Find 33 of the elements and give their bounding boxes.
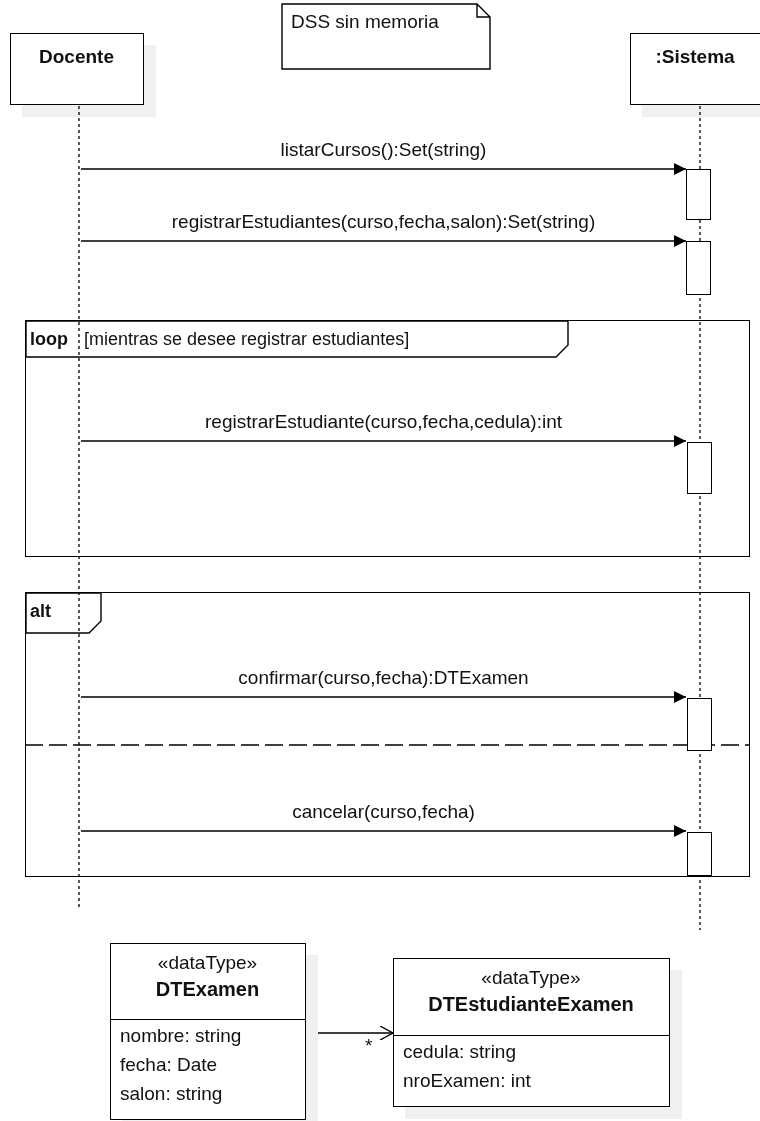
stereotype: «dataType» (156, 952, 259, 974)
stereotype: «dataType» (480, 967, 582, 989)
message-label: registrarEstudiantes(curso,fecha,salon):Set(string) (171, 211, 596, 233)
class-name: DTExamen (154, 978, 261, 1000)
fragment-operator: alt (30, 600, 51, 622)
message-label: registrarEstudiante(curso,fecha,cedula):int (205, 411, 562, 433)
message-arrow (80, 163, 687, 175)
participant-name: :Sistema (654, 46, 736, 68)
message-label: cancelar(curso,fecha) (292, 801, 475, 823)
attribute-text: fecha: Date (120, 1054, 218, 1076)
class-name: DTEstudianteExamen (427, 993, 635, 1015)
activation-bar (687, 442, 712, 494)
message-arrow (80, 235, 687, 247)
combined-fragment-frame (25, 320, 750, 557)
participant-name: Docente (38, 46, 115, 68)
guard-condition: [mientras se desee registrar estudiantes] (84, 328, 410, 350)
activation-bar (687, 832, 712, 876)
attribute-text: cedula: string (403, 1041, 516, 1063)
attribute-text: nroExamen: int (403, 1070, 531, 1092)
fragment-operator: loop (30, 328, 68, 350)
message-label: confirmar(curso,fecha):DTExamen (238, 667, 529, 689)
message-label: listarCursos():Set(string) (280, 139, 487, 161)
attribute-text: nombre: string (120, 1025, 242, 1047)
message-arrow (80, 435, 687, 447)
activation-bar (686, 169, 711, 220)
multiplicity: * (365, 1035, 373, 1057)
combined-fragment-frame (25, 592, 750, 877)
attribute-text: salon: string (120, 1083, 223, 1105)
activation-bar (687, 698, 712, 751)
message-arrow (80, 691, 687, 703)
note-text: DSS sin memoria (291, 11, 439, 33)
message-arrow (80, 825, 687, 837)
activation-bar (686, 241, 711, 295)
